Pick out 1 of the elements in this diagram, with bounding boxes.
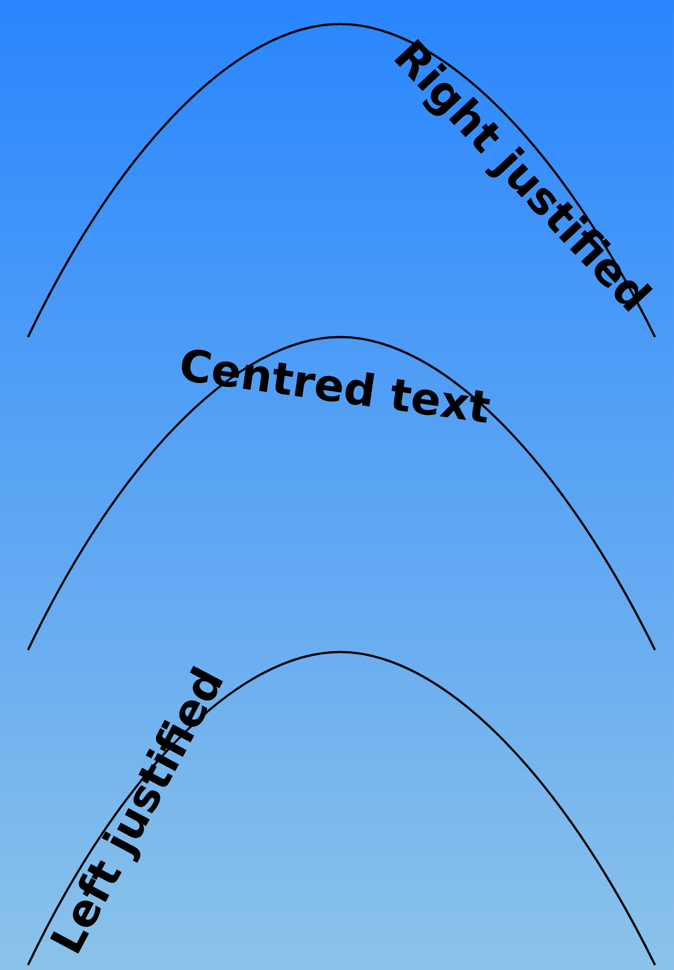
curved-text: Centred text (182, 350, 490, 423)
